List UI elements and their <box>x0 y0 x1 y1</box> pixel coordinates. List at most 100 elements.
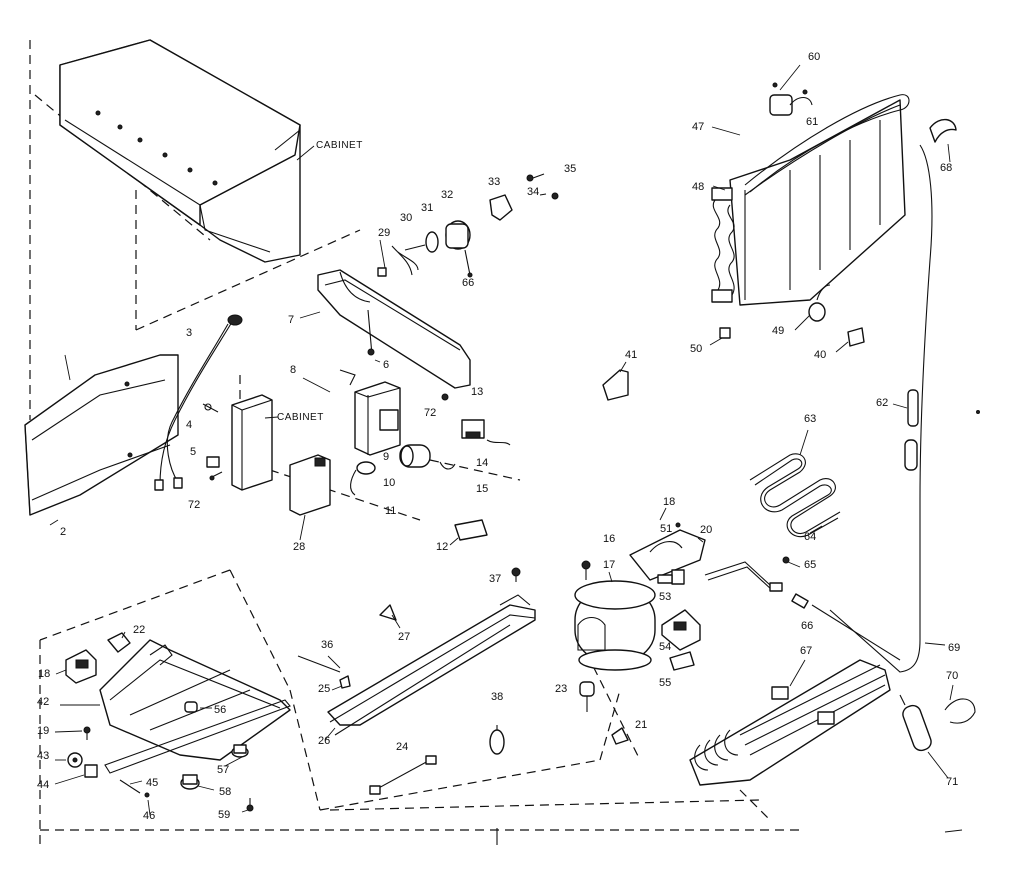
label-p72b: 72 <box>424 407 436 419</box>
parts-16-18-20-51-53 <box>581 507 706 585</box>
label-p8: 8 <box>290 364 296 376</box>
part-2-side-panel <box>24 354 179 526</box>
label-p18a: 18 <box>663 496 675 508</box>
label-p6: 6 <box>383 359 389 371</box>
parts-29-35-fan-motor <box>377 173 559 278</box>
parts-65-66-fittings <box>704 556 901 661</box>
label-p17: 17 <box>603 559 615 571</box>
label-p50: 50 <box>690 343 702 355</box>
part-42-base-frame <box>60 639 291 774</box>
label-p18b: 18 <box>38 668 50 680</box>
label-p29: 29 <box>378 227 390 239</box>
label-p43: 43 <box>37 750 49 762</box>
part-12-pad <box>449 519 488 546</box>
label-p70: 70 <box>946 670 958 682</box>
label-p72a: 72 <box>188 499 200 511</box>
part-28-cover <box>289 454 331 541</box>
part-26-support-rail <box>297 594 536 741</box>
label-p37: 37 <box>489 573 501 585</box>
label-p16: 16 <box>603 533 615 545</box>
label-p60: 60 <box>808 51 820 63</box>
cabinet-top-shell <box>59 39 315 263</box>
label-p66b: 66 <box>801 620 813 632</box>
label-p61: 61 <box>806 116 818 128</box>
parts-54-55-pads <box>661 609 701 671</box>
label-p59: 59 <box>218 809 230 821</box>
part-62-filter <box>892 389 919 471</box>
parts-56-57-58-59-grommets <box>180 701 254 813</box>
label-p67: 67 <box>800 645 812 657</box>
label-p45: 45 <box>146 777 158 789</box>
label-p7: 7 <box>288 314 294 326</box>
label-p3: 3 <box>186 327 192 339</box>
label-p44: 44 <box>37 779 49 791</box>
condenser-assembly <box>709 64 910 353</box>
label-p28: 28 <box>293 541 305 553</box>
label-p48: 48 <box>692 181 704 193</box>
label-p30: 30 <box>400 212 412 224</box>
parts-10-11-capacitor <box>350 444 456 496</box>
label-p53: 53 <box>659 591 671 603</box>
cabinet-relay-box <box>231 394 279 491</box>
label-p64: 64 <box>804 531 816 543</box>
label-p22: 22 <box>133 624 145 636</box>
label-p2: 2 <box>60 526 66 538</box>
label-p66a: 66 <box>462 277 474 289</box>
label-p10: 10 <box>383 477 395 489</box>
part-3-wire-harness <box>154 314 243 491</box>
parts-18-22-19-brackets <box>54 631 131 740</box>
part-41-clip <box>602 361 629 401</box>
label-p55: 55 <box>659 677 671 689</box>
misc-marks <box>496 410 980 845</box>
label-p25: 25 <box>318 683 330 695</box>
label-p14: 14 <box>476 457 488 469</box>
label-p26: 26 <box>318 735 330 747</box>
label-p42: 42 <box>37 696 49 708</box>
label-p15: 15 <box>476 483 488 495</box>
label-p47: 47 <box>692 121 704 133</box>
label-p19: 19 <box>37 725 49 737</box>
parts-43-44-45-46-fasteners <box>54 752 151 816</box>
parts-24-27-37-38 <box>369 567 521 795</box>
label-p33: 33 <box>488 176 500 188</box>
label-p68: 68 <box>940 162 952 174</box>
part-63-64-heater-coil <box>749 429 841 538</box>
label-cabinet_mid: CABINET <box>277 412 324 423</box>
label-p27: 27 <box>398 631 410 643</box>
label-p12: 12 <box>436 541 448 553</box>
label-p51: 51 <box>660 523 672 535</box>
label-p36: 36 <box>321 639 333 651</box>
label-p49: 49 <box>772 325 784 337</box>
parts-13-14-15 <box>441 393 511 446</box>
part-7-mounting-bracket <box>299 269 471 389</box>
label-p31: 31 <box>421 202 433 214</box>
label-p58: 58 <box>219 786 231 798</box>
label-p41: 41 <box>625 349 637 361</box>
part-68-clip <box>929 118 957 163</box>
label-p13: 13 <box>471 386 483 398</box>
label-cabinet_top: CABINET <box>316 140 363 151</box>
label-p21: 21 <box>635 719 647 731</box>
label-p32: 32 <box>441 189 453 201</box>
label-p35: 35 <box>564 163 576 175</box>
label-p23: 23 <box>555 683 567 695</box>
label-p20: 20 <box>700 524 712 536</box>
parts-4-5-72 <box>202 403 223 481</box>
label-p24: 24 <box>396 741 408 753</box>
label-p11: 11 <box>385 505 396 517</box>
label-p38: 38 <box>491 691 503 703</box>
label-p54: 54 <box>659 641 671 653</box>
part-70-71-drier <box>899 684 976 779</box>
part-17-compressor <box>574 571 656 671</box>
label-p4: 4 <box>186 419 192 431</box>
parts-23-21-grommets <box>579 681 629 745</box>
label-p57: 57 <box>217 764 229 776</box>
part-69-tube <box>829 144 946 673</box>
label-p62: 62 <box>876 397 888 409</box>
label-p46: 46 <box>143 810 155 822</box>
label-p5: 5 <box>190 446 196 458</box>
parts-8-9-relay <box>302 369 401 456</box>
label-p34: 34 <box>527 186 539 198</box>
